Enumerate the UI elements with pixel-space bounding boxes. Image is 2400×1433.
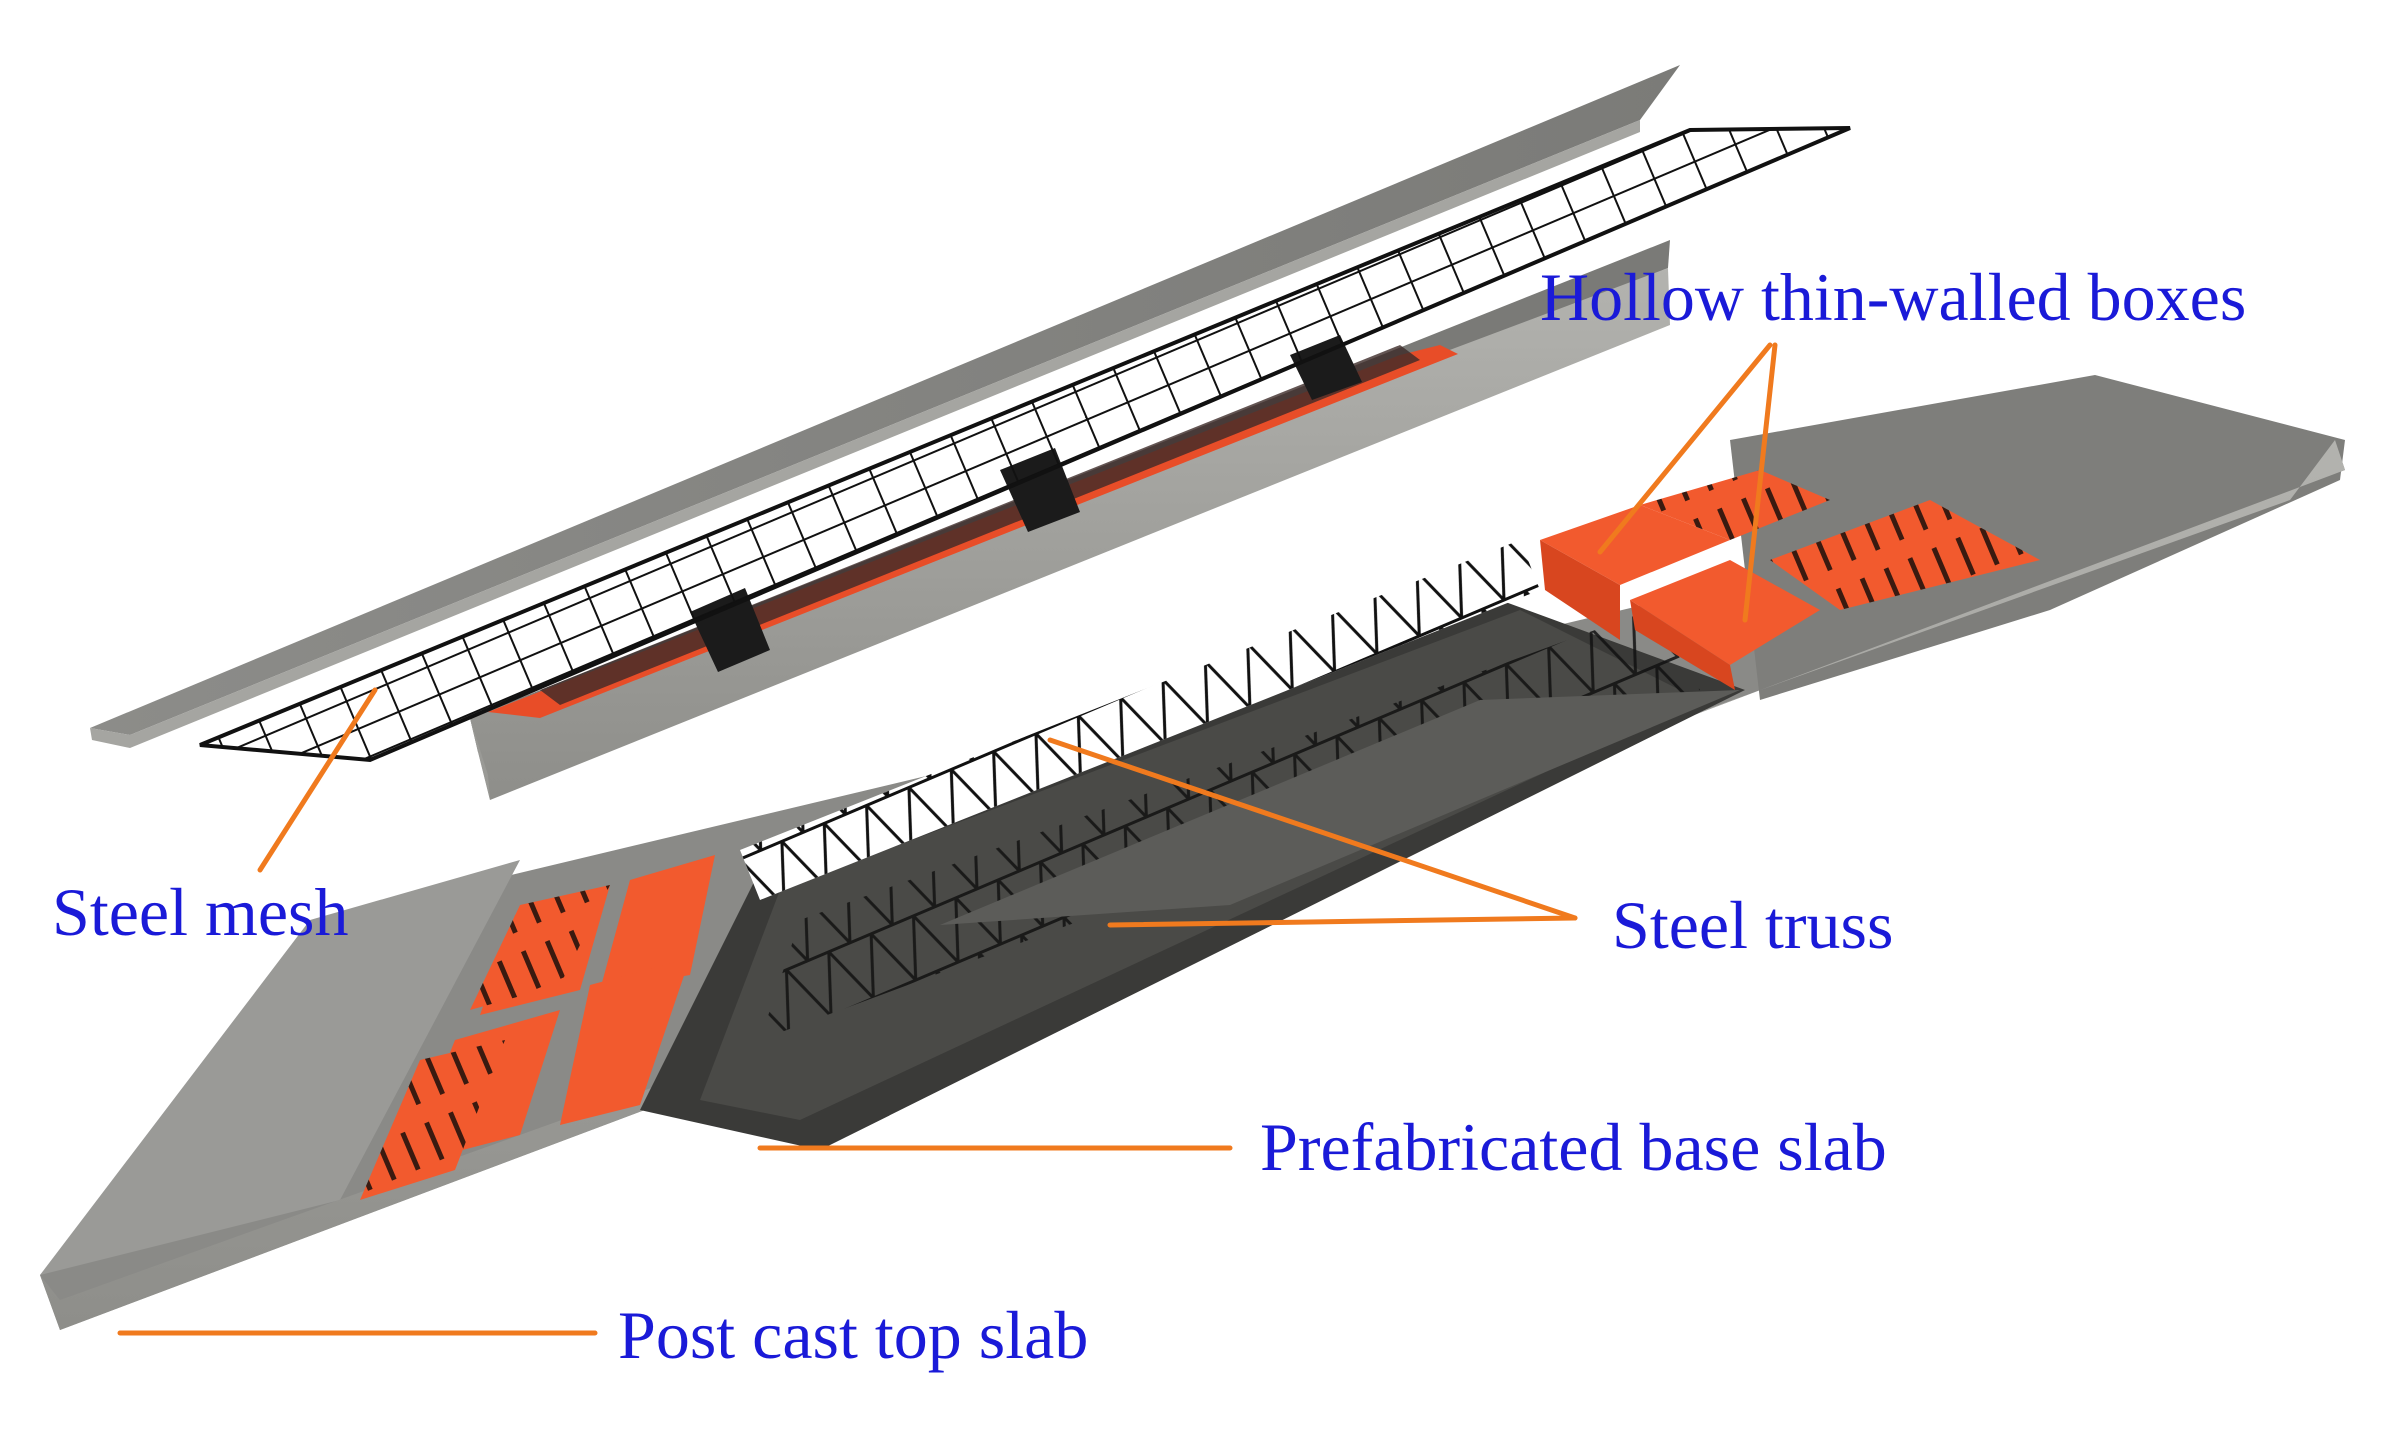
right-comb-1 — [1640, 470, 1830, 540]
label-steel-truss: Steel truss — [1612, 887, 1893, 963]
label-top-slab: Post cast top slab — [618, 1297, 1088, 1373]
leader-steel-truss-2 — [1107, 915, 1578, 928]
right-hollow-boxes — [1540, 470, 2040, 690]
base-slab-top-right — [1730, 375, 2345, 700]
label-base-slab: Prefabricated base slab — [1260, 1109, 1887, 1185]
base-inner-block — [940, 690, 1740, 925]
label-steel-mesh: Steel mesh — [52, 874, 349, 950]
label-hollow-boxes: Hollow thin-walled boxes — [1540, 259, 2246, 335]
leader-lines — [117, 342, 1778, 1336]
steel-mesh — [199, 126, 1851, 763]
left-hollow-boxes — [360, 855, 715, 1200]
leader-hollow-box-1 — [1597, 342, 1773, 555]
right-box-2-side — [1630, 600, 1735, 690]
right-box-1 — [1540, 505, 1730, 585]
left-comb-1 — [360, 1040, 505, 1200]
leader-hollow-box-2 — [1742, 342, 1778, 623]
top-slab-block-front — [470, 718, 490, 800]
lower-assembly — [40, 375, 2345, 1330]
right-box-2 — [1630, 560, 1820, 665]
base-slab-top-left — [40, 860, 520, 1275]
leader-steel-mesh — [257, 687, 378, 873]
labels: Hollow thin-walled boxes Steel mesh Stee… — [52, 259, 2246, 1373]
right-comb-2 — [1770, 500, 2040, 610]
right-box-1-side — [1540, 540, 1620, 640]
upper-assembly — [90, 65, 1851, 800]
top-slab-block-side — [470, 268, 1670, 800]
left-box-back-2 — [600, 855, 715, 990]
leader-steel-truss-1 — [1047, 737, 1578, 921]
steel-truss-upper-web — [740, 540, 1540, 900]
upper-hollow-boxes-shadow — [540, 345, 1420, 705]
left-box-front-2 — [560, 958, 690, 1125]
top-plate-top — [90, 65, 1680, 735]
left-comb-2 — [470, 885, 610, 1010]
